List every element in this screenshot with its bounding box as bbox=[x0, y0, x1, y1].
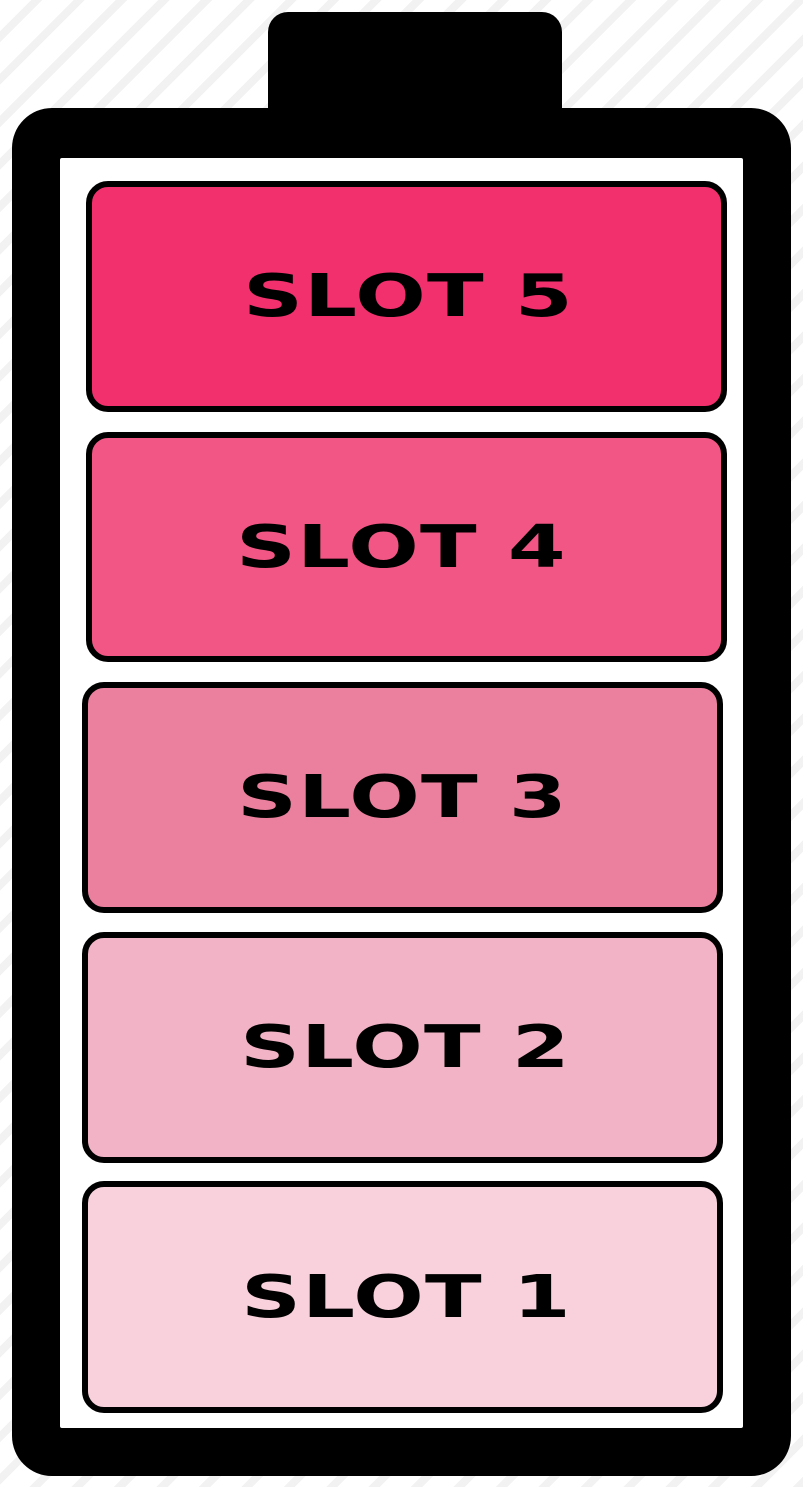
slot-2[interactable]: SLOT 2 bbox=[82, 932, 723, 1163]
slot-4[interactable]: SLOT 4 bbox=[86, 432, 727, 662]
slot-3[interactable]: SLOT 3 bbox=[82, 682, 723, 913]
slot-5-label: SLOT 5 bbox=[243, 262, 574, 331]
battery-terminal bbox=[268, 12, 562, 124]
slot-4-label: SLOT 4 bbox=[236, 513, 567, 581]
slot-1[interactable]: SLOT 1 bbox=[82, 1181, 723, 1413]
slot-3-label: SLOT 3 bbox=[237, 763, 568, 832]
slot-5[interactable]: SLOT 5 bbox=[86, 181, 727, 412]
slot-2-label: SLOT 2 bbox=[240, 1013, 571, 1082]
slot-1-label: SLOT 1 bbox=[241, 1263, 572, 1331]
